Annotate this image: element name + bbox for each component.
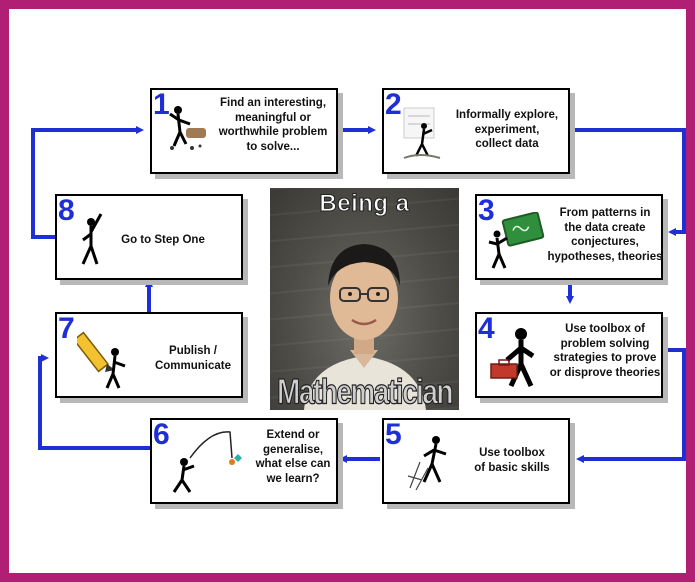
arrow-6-to-7 [38,354,150,450]
title-mathematician: Mathematician [277,371,455,410]
step-3-number: 3 [478,194,495,227]
figure-pencil-icon [77,331,126,389]
step-5-number: 5 [385,418,402,451]
step-4-box: 4 Use toolbox of problem solving strateg… [475,312,663,398]
step-2-text: Informally explore, experiment, collect … [455,109,559,150]
mathematician-portrait: Being a Mathematician [270,188,459,410]
step-1-text: Find an interesting, meaningful or worth… [218,97,328,153]
arrow-8-to-1 [31,126,144,239]
figure-fishing-icon [172,431,242,493]
title-being-a: Being a [319,190,410,218]
person-portrait-icon [304,244,426,410]
arrow-4-to-5 [576,348,686,463]
figure-chalkboard-icon [488,212,545,269]
step-8-text: Go to Step One [121,234,205,246]
step-3-text: From patterns in the data create conject… [547,207,663,263]
step-8-number: 8 [58,194,75,227]
step-6-number: 6 [153,418,170,451]
step-5-box: 5 Use toolbox of basic skills [382,418,570,504]
step-1-number: 1 [153,88,170,121]
figure-exploring-icon [403,107,441,159]
step-2-number: 2 [385,88,402,121]
figure-toolbox-icon [490,328,535,388]
step-8-box: 8 Go to Step One [55,194,243,280]
step-2-box: 2 Informally explore, experiment, collec… [382,88,570,174]
step-6-text: Extend or generalise, what else can we l… [255,429,331,485]
step-7-box: 7 Publish / Communicate [55,312,243,398]
step-7-text: Publish / Communicate [154,345,232,372]
step-1-box: 1 Find an interesting, meaningful or wor… [150,88,338,174]
step-5-text: Use toolbox of basic skills [474,447,550,474]
figure-writing-icon [407,436,447,491]
step-7-number: 7 [58,312,75,345]
arrow-2-to-3 [571,128,686,236]
figure-pointing-icon [81,213,103,265]
step-4-number: 4 [478,312,495,345]
step-3-box: 3 From patterns in the data create conje… [475,194,663,280]
step-4-text: Use toolbox of problem solving strategie… [549,323,661,379]
step-6-box: 6 Extend or generalise, what else can we… [150,418,338,504]
figure-digging-icon [169,106,206,150]
